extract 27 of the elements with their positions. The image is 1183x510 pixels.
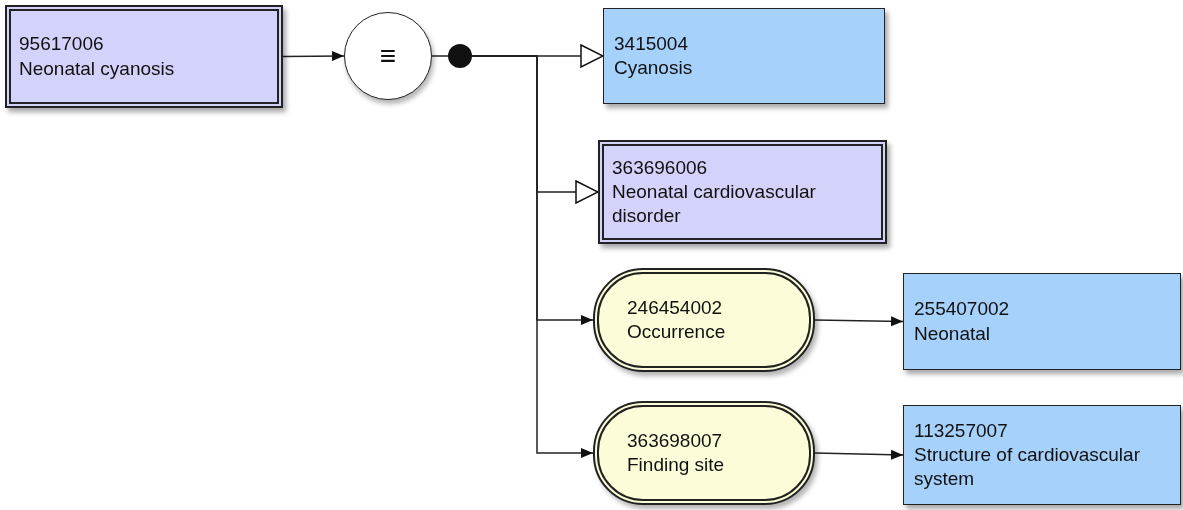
concept-name: Cyanosis (614, 56, 694, 80)
concept-name: Occurrence (627, 320, 727, 344)
concept-name: Neonatal cyanosis (19, 56, 176, 81)
equivalence-symbol: ≡ (379, 39, 397, 74)
primitive-concept-box (903, 273, 1181, 370)
primitive-concept-box (903, 405, 1181, 505)
defined-concept-box (598, 140, 887, 244)
arrow (282, 51, 345, 62)
concept-id: 95617006 (19, 32, 105, 57)
concept-id: 255407002 (914, 297, 1011, 322)
attribute-pill (593, 268, 815, 372)
equivalence-circle (344, 12, 432, 100)
concept-name: Finding site (627, 453, 726, 477)
concept-id: 113257007 (914, 418, 1009, 443)
concept-id: 363696006 (612, 155, 709, 180)
concept-name: Neonatal (914, 321, 992, 346)
attribute-pill (593, 401, 815, 505)
defined-concept-box (5, 5, 283, 108)
arrow (814, 316, 904, 327)
primitive-concept-box (603, 8, 885, 104)
concept-name: Neonatal cardiovascular disorder (612, 179, 817, 229)
concept-name: Structure of cardiovascular system (914, 442, 1141, 492)
concept-id: 246454002 (627, 295, 724, 320)
concept-id: 363698007 (627, 428, 724, 453)
junction-dot (448, 44, 472, 68)
arrow (814, 449, 904, 460)
concept-id: 3415004 (614, 31, 689, 56)
